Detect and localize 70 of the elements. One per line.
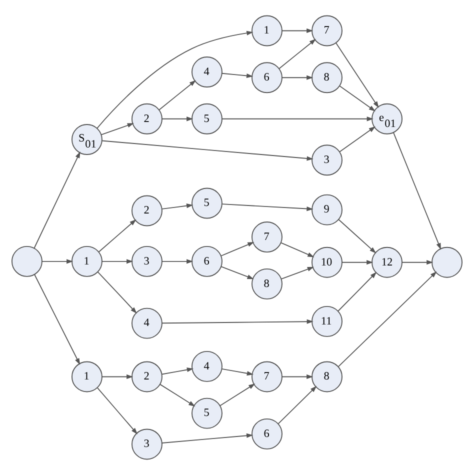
node-circle: 5 <box>192 187 222 218</box>
arrow <box>338 218 376 253</box>
arrow <box>220 242 254 256</box>
arrow <box>162 367 194 374</box>
arrow <box>280 242 314 257</box>
arrow <box>222 203 314 211</box>
arrow <box>339 126 376 152</box>
node-circle: 5 <box>192 397 222 428</box>
node-circle: 3 <box>132 245 162 276</box>
arrow <box>282 74 314 80</box>
node-circle: 8 <box>312 360 342 392</box>
arrow <box>220 383 256 406</box>
node-circle: 9 <box>312 194 342 225</box>
arrow <box>220 266 254 279</box>
arrow <box>222 116 374 121</box>
node-circle: 6 <box>192 245 222 276</box>
node-circle: 6 <box>252 62 282 93</box>
arrow <box>393 132 441 250</box>
node-circle: 1 <box>72 245 102 276</box>
arrow <box>100 122 134 135</box>
node-circle: 1 <box>252 14 282 46</box>
node-circle <box>432 246 462 278</box>
node-circle: 8 <box>312 62 342 93</box>
arrow <box>42 258 74 264</box>
arrow <box>278 38 316 69</box>
arrow <box>160 383 196 406</box>
node-circle: 11 <box>312 305 342 336</box>
arrow <box>278 385 317 424</box>
arrow <box>338 271 377 312</box>
arrow <box>96 30 254 128</box>
node-circle: 5 <box>192 102 222 134</box>
node-circle: 12 <box>372 246 402 278</box>
node-circle: 7 <box>252 360 282 392</box>
arrow <box>282 28 314 33</box>
arrow <box>34 151 80 248</box>
arrow <box>34 274 80 364</box>
node-circle: 2 <box>132 194 162 226</box>
arrow <box>161 432 254 443</box>
arrow <box>336 42 379 108</box>
node-circle: 2 <box>132 102 162 134</box>
arrow <box>162 203 194 209</box>
arrow <box>98 218 136 252</box>
arrow <box>102 374 134 379</box>
node-circle: 6 <box>252 418 282 449</box>
arrow <box>102 258 134 264</box>
node-circle: 4 <box>192 350 222 382</box>
arrow <box>97 270 137 314</box>
arrow <box>162 258 194 264</box>
arrow <box>102 140 314 160</box>
node-circle: 2 <box>132 360 162 392</box>
arrow <box>339 85 376 111</box>
arrow <box>402 260 434 264</box>
node-circle <box>12 245 42 276</box>
arrow <box>338 270 437 367</box>
arrow <box>162 116 194 121</box>
arrow <box>282 374 314 379</box>
arrow <box>342 260 374 264</box>
node-circle: 7 <box>312 14 342 46</box>
node-circle: 3 <box>312 144 342 176</box>
node-circle: 7 <box>252 221 282 252</box>
arrow <box>222 368 254 376</box>
arrow <box>162 318 314 324</box>
node-circle: 10 <box>312 246 342 278</box>
arrow <box>158 80 196 110</box>
arrow <box>222 72 254 78</box>
node-circle: 1 <box>72 360 102 392</box>
arrow <box>97 386 138 434</box>
node-circle: 4 <box>192 56 222 87</box>
arrow <box>280 266 314 279</box>
node-circle: 8 <box>252 268 282 299</box>
